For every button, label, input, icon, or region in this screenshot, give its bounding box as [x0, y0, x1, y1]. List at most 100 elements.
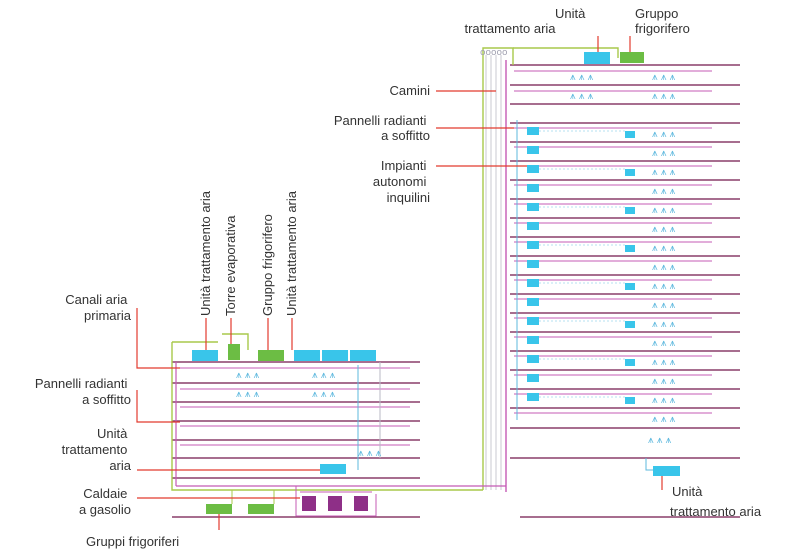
- tenant-unit: [625, 245, 635, 252]
- tenant-unit: [527, 127, 539, 135]
- diffuser: ⩚ ⩚ ⩚: [652, 205, 676, 216]
- label-camini: Camini: [390, 83, 431, 98]
- tenant-unit: [527, 203, 539, 211]
- label-line: Unità: [672, 484, 703, 499]
- tenant-unit: [527, 374, 539, 382]
- diffuser: ⩚ ⩚ ⩚: [312, 370, 336, 381]
- label-line: aria: [109, 458, 131, 473]
- labels: Unità trattamento aria Gruppo frigorifer…: [35, 6, 762, 549]
- ahu-top: [584, 52, 610, 64]
- label-v-gruppo: Gruppo frigorifero: [260, 214, 275, 316]
- diffuser: ⩚ ⩚ ⩚: [358, 448, 382, 459]
- diffuser: ⩚ ⩚ ⩚: [652, 91, 676, 102]
- diffuser: ⩚ ⩚ ⩚: [236, 370, 260, 381]
- label-line: Unità: [97, 426, 128, 441]
- ahu-roof-left: [192, 350, 218, 361]
- tenant-unit: [527, 336, 539, 344]
- diffuser: ⩚ ⩚ ⩚: [652, 167, 676, 178]
- diffuser: ⩚ ⩚ ⩚: [652, 186, 676, 197]
- tenant-unit: [527, 222, 539, 230]
- label-line: Impianti: [381, 158, 427, 173]
- label-caldaie: Caldaie a gasolio: [79, 486, 131, 517]
- label-gruppo-frigo-top: Gruppo frigorifero: [635, 6, 690, 36]
- diffuser: ⩚ ⩚ ⩚: [652, 395, 676, 406]
- label-line: frigorifero: [635, 21, 690, 36]
- green-riser: [482, 47, 514, 490]
- tenant-unit: [527, 317, 539, 325]
- tenant-unit: [527, 260, 539, 268]
- ahu-bottom-right: [653, 466, 680, 476]
- tenant-unit: [625, 131, 635, 138]
- chiller-base: [248, 504, 274, 514]
- tenant-unit: [625, 397, 635, 404]
- label-line: Unità: [555, 6, 586, 21]
- label-line: a soffitto: [82, 392, 131, 407]
- label-uta-left: Unità trattamento aria: [62, 426, 132, 473]
- diffuser: ⩚ ⩚ ⩚: [312, 389, 336, 400]
- label-pannelli-right: Pannelli radianti a soffitto: [334, 113, 430, 143]
- label-line: Pannelli radianti: [334, 113, 427, 128]
- label-v-uta-2: Unità trattamento aria: [284, 190, 299, 316]
- label-line: a soffitto: [381, 128, 430, 143]
- chiller-top: [620, 52, 644, 63]
- label-v-torre: Torre evaporativa: [223, 215, 238, 316]
- tenant-unit: [625, 359, 635, 366]
- diffuser: ⩚ ⩚ ⩚: [652, 376, 676, 387]
- ahu-roof-right-1: [294, 350, 320, 361]
- diffuser: ⩚ ⩚ ⩚: [570, 91, 594, 102]
- tenant-unit: [527, 393, 539, 401]
- tenant-unit: [527, 146, 539, 154]
- label-gruppi-frigo: Gruppi frigoriferi: [86, 534, 179, 549]
- green-outline-loop: [171, 342, 483, 491]
- diffuser: ⩚ ⩚ ⩚: [652, 72, 676, 83]
- chiller-base: [206, 504, 232, 514]
- tower-diffusers: ⩚ ⩚ ⩚ ⩚ ⩚ ⩚ ⩚ ⩚ ⩚ ⩚ ⩚ ⩚ ⩚ ⩚ ⩚ ⩚ ⩚ ⩚ ⩚ ⩚ …: [570, 72, 676, 446]
- diffuser: ⩚ ⩚ ⩚: [648, 435, 672, 446]
- label-canali: Canali aria primaria: [65, 292, 132, 323]
- label-line: a gasolio: [79, 502, 131, 517]
- diffuser: ⩚ ⩚ ⩚: [652, 319, 676, 330]
- leader-lines: [136, 36, 663, 530]
- boiler: [302, 496, 316, 511]
- tenant-unit: [625, 169, 635, 176]
- tower-risers: ooooo: [480, 47, 619, 492]
- tenant-unit: [625, 321, 635, 328]
- diffuser: ⩚ ⩚ ⩚: [652, 129, 676, 140]
- ahu-roof-right-3: [350, 350, 376, 361]
- leader-line: [136, 308, 180, 369]
- low-building: [171, 333, 506, 518]
- label-line: trattamento aria: [464, 21, 556, 36]
- boilers: [295, 486, 377, 517]
- label-line: Gruppo: [635, 6, 678, 21]
- ahu-left-bottom: [320, 464, 346, 474]
- boiler-pipe: [295, 486, 377, 517]
- diffuser: ⩚ ⩚ ⩚: [652, 262, 676, 273]
- low-diffusers: ⩚ ⩚ ⩚ ⩚ ⩚ ⩚ ⩚ ⩚ ⩚ ⩚ ⩚ ⩚ ⩚ ⩚ ⩚: [236, 370, 382, 459]
- chiller-pipe: [231, 490, 275, 504]
- ahu-duct: [645, 458, 653, 471]
- chiller-roof: [258, 350, 284, 361]
- diffuser: ⩚ ⩚ ⩚: [236, 389, 260, 400]
- label-line: Canali aria: [65, 292, 128, 307]
- tenant-unit: [527, 165, 539, 173]
- chimney-caps: ooooo: [480, 48, 508, 58]
- label-impianti: Impianti autonomi inquilini: [373, 158, 430, 205]
- tenant-unit: [527, 184, 539, 192]
- tenant-unit: [625, 207, 635, 214]
- diffuser: ⩚ ⩚ ⩚: [652, 357, 676, 368]
- label-v-uta-1: Unità trattamento aria: [198, 190, 213, 316]
- tenant-unit: [527, 279, 539, 287]
- label-pannelli-left: Pannelli radianti a soffitto: [35, 376, 131, 407]
- diffuser: ⩚ ⩚ ⩚: [652, 300, 676, 311]
- diffuser: ⩚ ⩚ ⩚: [652, 243, 676, 254]
- diffuser: ⩚ ⩚ ⩚: [652, 414, 676, 425]
- diffuser: ⩚ ⩚ ⩚: [652, 338, 676, 349]
- tower-units: [527, 127, 635, 404]
- tenant-unit: [527, 241, 539, 249]
- tenant-unit: [625, 283, 635, 290]
- tower-structure: [510, 64, 740, 518]
- green-riser: [513, 47, 619, 58]
- label-line: Caldaie: [83, 486, 127, 501]
